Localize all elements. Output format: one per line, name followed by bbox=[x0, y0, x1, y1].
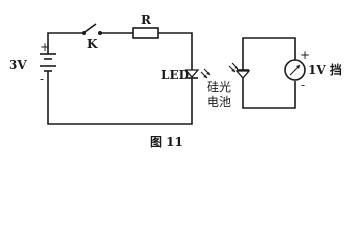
silicon-cell-label-line2: 电池 bbox=[207, 95, 231, 109]
switch-label: K bbox=[87, 37, 98, 51]
resistor-label: R bbox=[141, 13, 152, 27]
meter-range-label: 1V 挡 bbox=[308, 62, 342, 77]
right-circuit: + - 1V 挡 硅光 电池 bbox=[207, 37, 342, 109]
wire-right-top bbox=[242, 37, 296, 65]
silicon-cell-label-line1: 硅光 bbox=[207, 80, 231, 94]
meter-minus-sign: - bbox=[301, 78, 305, 92]
led-symbol bbox=[184, 68, 211, 79]
meter-plus-sign: + bbox=[300, 48, 310, 62]
battery-label: 3V bbox=[9, 58, 27, 72]
circuit-diagram: + - 3V K R LED + - 1V 挡 硅光 电池 bbox=[9, 13, 342, 149]
resistor-symbol bbox=[132, 27, 159, 39]
wire-top-right bbox=[158, 32, 193, 70]
silicon-cell-symbol bbox=[228, 62, 251, 79]
figure-caption: 图 11 bbox=[150, 135, 183, 149]
left-circuit: + - 3V K R LED bbox=[9, 13, 211, 125]
switch-symbol bbox=[82, 23, 102, 35]
voltmeter-symbol bbox=[284, 59, 306, 81]
battery-symbol bbox=[40, 49, 56, 80]
battery-minus-sign: - bbox=[40, 72, 44, 86]
wire-right-bottom bbox=[242, 78, 296, 109]
wire-top-left bbox=[47, 32, 82, 49]
battery-plus-sign: + bbox=[40, 40, 50, 54]
wire-bottom bbox=[47, 78, 193, 125]
led-label: LED bbox=[161, 68, 189, 82]
